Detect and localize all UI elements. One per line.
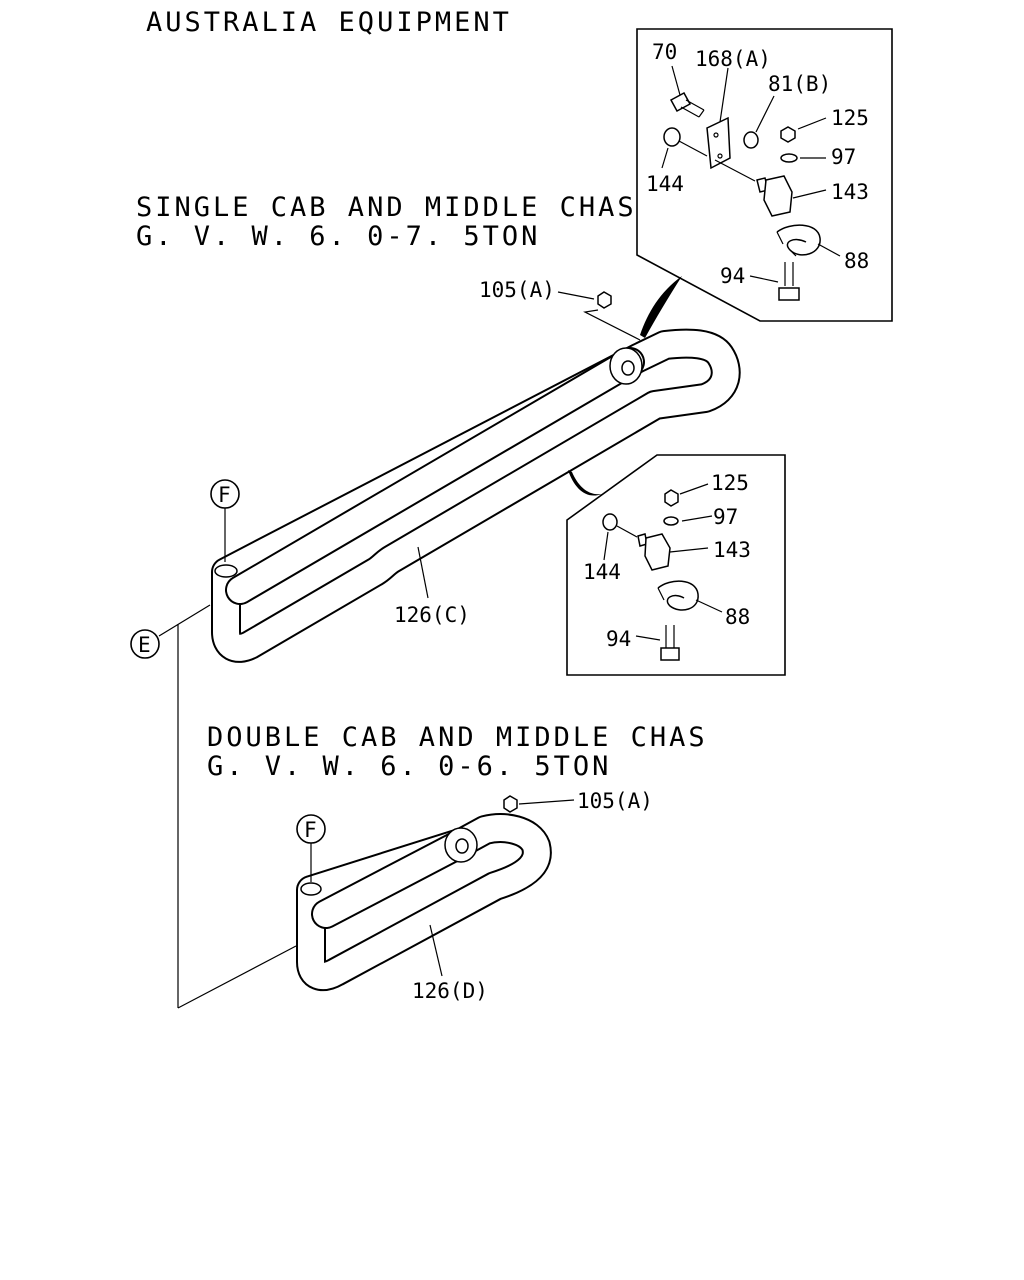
nut-144-lower-part (602, 513, 618, 531)
callout-126c: 126(C) (394, 603, 470, 627)
callout-126d: 126(D) (412, 979, 488, 1003)
upper-detail-box: 70 168(A) 81(B) 125 97 144 143 88 94 (636, 28, 893, 322)
clamp-88-part (776, 224, 821, 257)
callout-105a-upper: 105(A) (479, 278, 555, 302)
nut-125-part (780, 126, 796, 143)
washer-97-part (780, 153, 798, 163)
single-cab-gvw: G. V. W. 6. 0-7. 5TON (136, 221, 540, 252)
double-cab-gvw: G. V. W. 6. 0-6. 5TON (207, 751, 611, 782)
callout-97-lower: 97 (713, 505, 738, 529)
marker-f-upper-label: F (218, 483, 231, 507)
pipe-126d-end (300, 882, 322, 896)
callout-94-upper: 94 (720, 264, 745, 288)
pipe-126c (211, 328, 741, 663)
nut-105a-lower-part (503, 795, 518, 813)
sensor-143-lower-part (616, 525, 671, 571)
detail-pointer-arrow-upper (640, 276, 682, 338)
lower-detail-box: 125 97 143 144 88 94 (566, 454, 786, 676)
callout-105a-lower: 105(A) (577, 789, 653, 813)
callout-125-lower: 125 (711, 471, 749, 495)
callout-81b: 81(B) (768, 72, 831, 96)
callout-97-upper: 97 (831, 145, 856, 169)
marker-f-lower-label: F (304, 818, 317, 842)
callout-144-lower: 144 (583, 560, 621, 584)
callout-88-upper: 88 (844, 249, 869, 273)
callout-70: 70 (652, 40, 677, 64)
nut-144-part (663, 127, 681, 147)
washer-97-lower-part (663, 516, 679, 526)
nut-125-lower-part (664, 489, 679, 507)
callout-94-lower: 94 (606, 627, 631, 651)
callout-88-lower: 88 (725, 605, 750, 629)
callout-143-lower: 143 (713, 538, 751, 562)
marker-e (130, 629, 160, 659)
single-cab-heading: SINGLE CAB AND MIDDLE CHAS (136, 192, 637, 223)
bracket-168a-part (706, 116, 731, 170)
page-title: AUSTRALIA EQUIPMENT (146, 7, 512, 38)
nut-81b-part (743, 131, 759, 149)
bolt-94-part (778, 262, 800, 301)
callout-143-upper: 143 (831, 180, 869, 204)
callout-125-upper: 125 (831, 106, 869, 130)
marker-e-label: E (138, 633, 151, 657)
nut-105a-upper-part (597, 291, 612, 309)
bolt-70-part (669, 91, 705, 118)
pipe-126c-end (214, 564, 238, 578)
double-cab-heading: DOUBLE CAB AND MIDDLE CHAS (207, 722, 708, 753)
pipe-126d (296, 813, 552, 992)
callout-144-upper: 144 (646, 172, 684, 196)
detail-pointer-arrow-lower (568, 470, 602, 496)
clamp-88-lower-part (657, 580, 699, 611)
callout-168a: 168(A) (695, 47, 771, 71)
sensor-143-part (714, 159, 793, 217)
bolt-94-lower-part (660, 625, 680, 661)
